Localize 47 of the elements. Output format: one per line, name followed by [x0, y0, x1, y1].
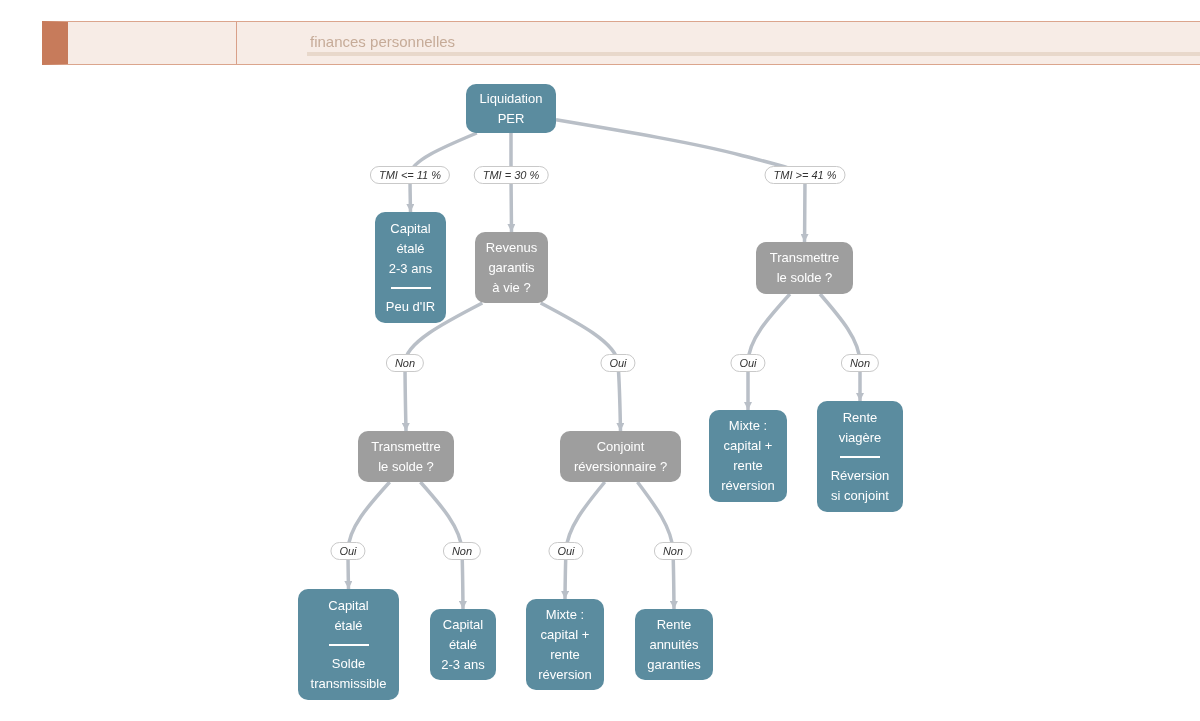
node-text: Transmettre le solde ? — [769, 249, 840, 287]
question-box — [756, 242, 853, 294]
node-text: Liquidation PER — [479, 89, 543, 128]
outcome-box — [817, 401, 903, 512]
outcome-box — [709, 410, 787, 502]
arrow — [818, 292, 864, 401]
arrow — [419, 480, 467, 609]
start-box — [466, 84, 556, 133]
node-text: Peu d'IR — [385, 297, 436, 316]
edge-label: Non — [840, 354, 880, 372]
edge-label: TMI >= 41 % — [764, 166, 846, 184]
outcome-box — [430, 609, 496, 680]
question-box — [358, 431, 454, 482]
node-text: Mixte : capital + rente réversion — [721, 417, 775, 495]
outcome-box — [635, 609, 713, 680]
outcome-box — [375, 212, 446, 323]
edge-label: Oui — [330, 542, 366, 560]
node-text: Capital étalé — [328, 596, 369, 635]
header-subtitle: finances personnelles — [310, 33, 456, 51]
node-text: Revenus garantis à vie ? — [485, 238, 538, 297]
arrow — [406, 131, 478, 213]
edge-label: TMI = 30 % — [473, 166, 549, 184]
node-text: Mixte : capital + rente réversion — [538, 605, 592, 684]
edge-label: Oui — [548, 542, 584, 560]
node-text: Solde transmissible — [310, 654, 387, 693]
node-text: Réversion si conjoint — [830, 466, 890, 505]
node-text: Rente viagère — [838, 408, 882, 447]
outcome-box — [298, 589, 399, 700]
question-box — [560, 431, 681, 482]
edge-label: TMI <= 11 % — [369, 166, 451, 184]
node-text: Capital étalé 2-3 ans — [388, 219, 433, 278]
node-text: Capital étalé 2-3 ans — [441, 615, 485, 674]
arrow — [636, 480, 678, 609]
edge-label: Non — [653, 542, 693, 560]
node-text: Rente annuités garanties — [647, 615, 701, 674]
question-box — [475, 232, 548, 303]
arrow — [401, 301, 484, 432]
arrow — [555, 118, 809, 243]
edge-label: Oui — [600, 354, 636, 372]
outcome-box — [526, 599, 604, 690]
node-text: Transmettre le solde ? — [371, 437, 441, 476]
edge-label: Non — [385, 354, 425, 372]
edge-label: Non — [442, 542, 482, 560]
arrow — [539, 301, 625, 432]
node-text: Conjoint réversionnaire ? — [573, 437, 668, 476]
edge-label: Oui — [730, 354, 766, 372]
arrow — [561, 480, 607, 599]
